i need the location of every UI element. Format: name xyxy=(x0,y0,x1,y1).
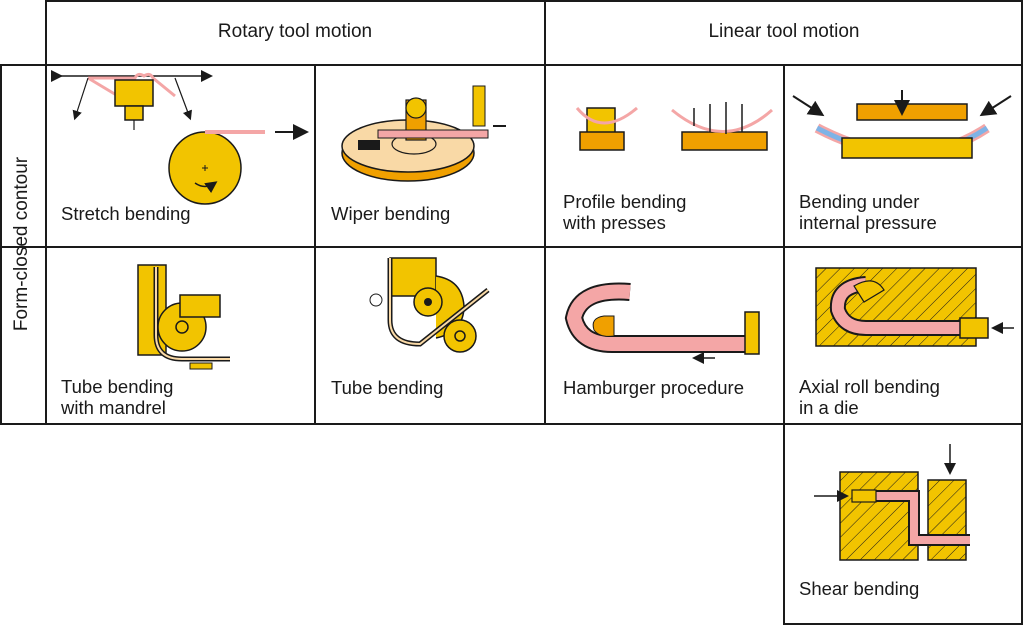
grid-line xyxy=(0,64,1023,66)
hamburger-illustration xyxy=(564,282,760,364)
caption-shear-bending: Shear bending xyxy=(799,578,920,599)
internal-pressure-illustration xyxy=(792,90,1012,159)
stretch-bending-illustration xyxy=(51,70,309,205)
caption-profile-bending: Profile bending with presses xyxy=(563,191,687,233)
grid-line xyxy=(0,423,1023,425)
grid-line xyxy=(45,0,1023,2)
caption-internal-pressure: Bending under internal pressure xyxy=(799,191,937,233)
caption-hamburger: Hamburger procedure xyxy=(563,377,744,398)
shear-bending-illustration xyxy=(814,444,970,561)
grid-line xyxy=(783,623,1023,625)
header-linear: Linear tool motion xyxy=(708,21,860,42)
caption-wiper-bending: Wiper bending xyxy=(331,203,451,224)
grid-line xyxy=(1021,0,1023,625)
caption-tube-bending: Tube bending xyxy=(331,377,444,398)
caption-axial-roll: Axial roll bending in a die xyxy=(799,376,940,418)
grid-line xyxy=(314,64,316,425)
axial-roll-illustration xyxy=(815,267,1014,347)
grid-line xyxy=(0,246,1023,248)
grid-line xyxy=(783,64,785,625)
tube-bending-illustration xyxy=(369,257,490,353)
grid-line xyxy=(544,0,546,425)
caption-tube-mandrel: Tube bending with mandrel xyxy=(61,376,174,418)
caption-stretch-bending: Stretch bending xyxy=(61,203,191,224)
profile-bending-illustration xyxy=(575,102,774,151)
wiper-bending-illustration xyxy=(341,85,506,182)
header-rotary: Rotary tool motion xyxy=(217,21,373,42)
grid-line xyxy=(0,64,2,425)
grid-line xyxy=(45,0,47,425)
tube-mandrel-illustration xyxy=(137,264,230,370)
